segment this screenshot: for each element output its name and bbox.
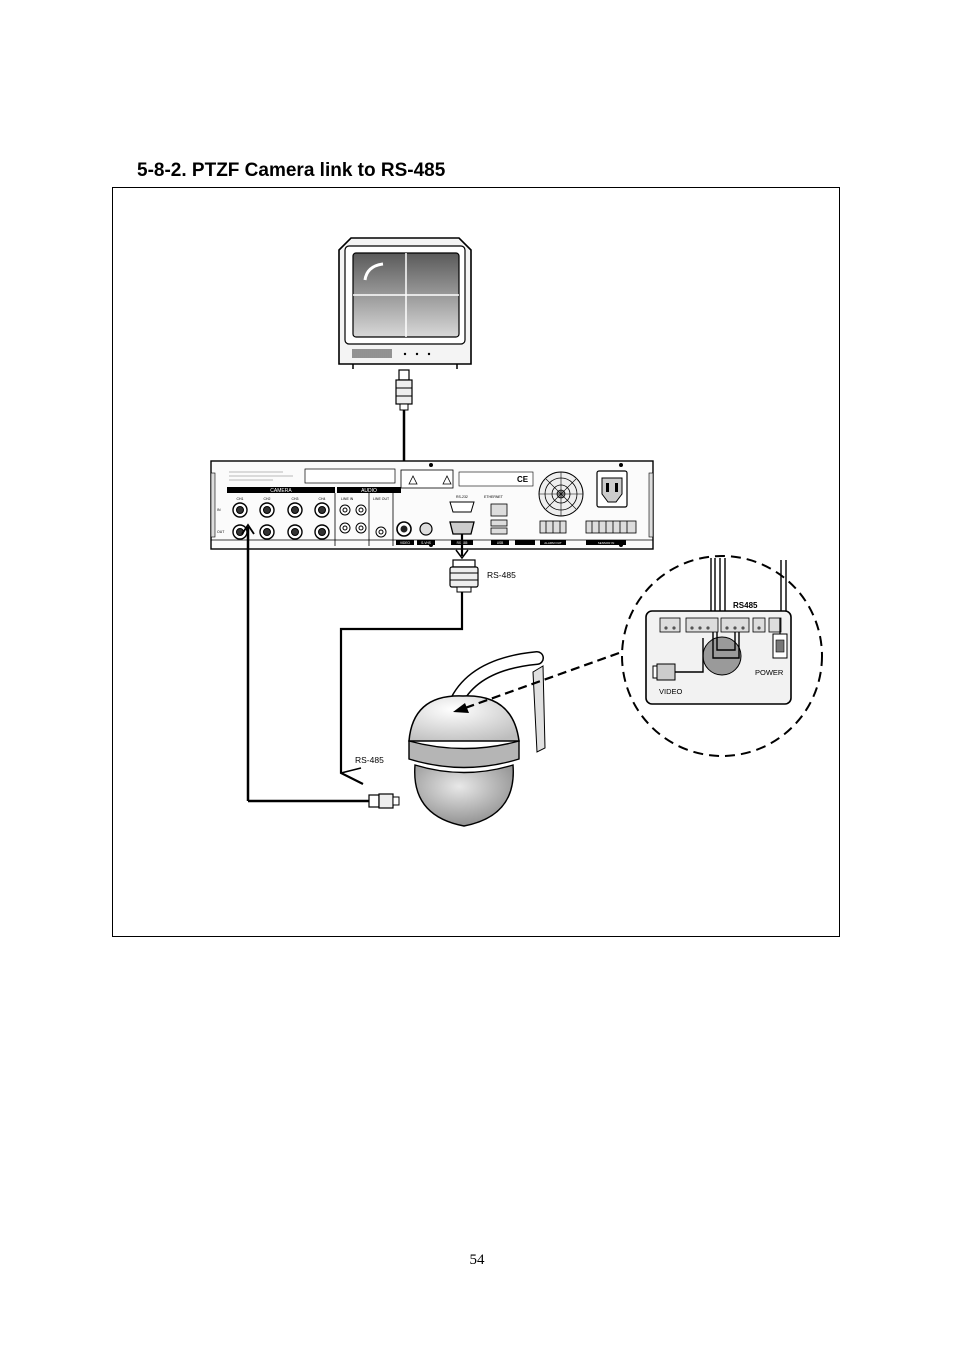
- inset-detail: RS485: [621, 555, 823, 757]
- svhs-port-label: S-VHS: [421, 541, 431, 545]
- ch2-label: CH2: [263, 497, 270, 501]
- connection-diagram: CAMERA AUDIO LINE IN LINE OUT IN OUT CH1…: [210, 237, 823, 827]
- ch4-label: CH4: [318, 497, 325, 501]
- video-port-label: VIDEO: [400, 541, 410, 545]
- out-label: OUT: [217, 530, 225, 534]
- connection-diagram-frame: CAMERA AUDIO LINE IN LINE OUT IN OUT CH1…: [112, 187, 840, 937]
- rs232-port-label: RS-232: [456, 495, 468, 499]
- line-in-label: LINE IN: [341, 497, 354, 501]
- audio-header: AUDIO: [361, 488, 377, 494]
- line-out-label: LINE OUT: [373, 497, 390, 501]
- svg-text:CE: CE: [517, 475, 529, 484]
- usb-port-label: USB: [497, 541, 504, 545]
- sensor-in-label: SENSOR IN: [598, 541, 615, 545]
- ch3-label: CH3: [291, 497, 298, 501]
- camera-video-cable: [241, 523, 400, 809]
- ethernet-port-label: ETHERNET: [484, 495, 504, 499]
- rs485-connector-label: RS-485: [487, 570, 516, 580]
- video-out-port: VIDEO: [396, 521, 414, 545]
- inset-rs485-label: RS485: [733, 601, 758, 610]
- audio-rca-connectors: [339, 504, 387, 538]
- rs485-dsub-connector: [449, 534, 479, 593]
- rs485-cable: [339, 592, 464, 785]
- in-label: IN: [217, 508, 221, 512]
- ch1-label: CH1: [236, 497, 243, 501]
- inset-power-label: POWER: [755, 668, 784, 677]
- section-heading: 5-8-2. PTZF Camera link to RS-485: [137, 160, 446, 181]
- terminal-blocks: [539, 520, 637, 534]
- svhs-port: S-VHS: [417, 522, 435, 545]
- page-number: 54: [469, 1252, 485, 1268]
- power-inlet: [596, 470, 628, 508]
- camera-header: CAMERA: [270, 488, 292, 494]
- alarm-out-label: ALARM OUT: [544, 541, 562, 545]
- ptz-dome-camera: [408, 651, 546, 827]
- dvr-rear-panel: CAMERA AUDIO LINE IN LINE OUT IN OUT CH1…: [210, 460, 654, 550]
- fan-grille: [538, 471, 584, 517]
- monitor: [338, 237, 472, 369]
- inset-video-label: VIDEO: [659, 687, 683, 696]
- rs485-camera-label: RS-485: [355, 755, 384, 765]
